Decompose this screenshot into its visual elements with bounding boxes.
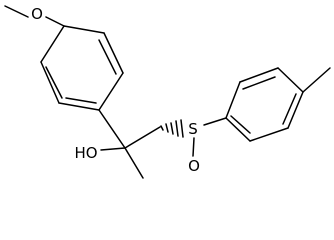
carbinol-methyl-bond: [124, 147, 144, 179]
anisyl-ring: [40, 25, 124, 111]
upper-ring-bond-4: [98, 72, 124, 111]
upper-ring-inner-double-2: [98, 39, 117, 75]
lower-ring-bond-1: [225, 81, 241, 119]
upper-ring-inner-double-3: [65, 97, 97, 104]
lower-ring-bond-5: [249, 127, 289, 142]
lower-ring-inner-double-2: [282, 93, 297, 125]
structure-svg: O HO: [4, 5, 331, 179]
ring-to-carbinol-bond: [98, 109, 126, 149]
lower-ring-bond-6: [225, 117, 251, 142]
aryl-methyl-bond: [302, 67, 331, 93]
hydroxyl-label: HO: [74, 144, 97, 162]
lower-ring-bond-4: [287, 91, 304, 129]
quaternary-carbon-center: HO: [74, 109, 161, 179]
lower-ring-bond-2: [239, 67, 279, 83]
upper-ring-inner-double-1: [45, 66, 63, 99]
carbinol-to-hydroxyl-bond: [100, 147, 126, 151]
methoxy-group: O: [4, 5, 65, 27]
tolyl-ring: [225, 67, 331, 142]
carbinol-to-methylene-bond: [124, 126, 161, 149]
sulfinyl-group: S O: [160, 117, 227, 175]
lower-ring-inner-double-3: [230, 115, 251, 134]
lower-ring-inner-double-1: [242, 76, 276, 90]
upper-ring-bond-6: [63, 25, 105, 34]
upper-ring-bond-2: [40, 61, 60, 104]
sulfur-to-oxygen-bond: [192, 137, 195, 157]
molecule-structure-diagram: O HO: [4, 5, 331, 179]
hashed-wedge-bond: [160, 119, 184, 138]
oxygen-to-ring-bond: [45, 16, 65, 27]
methyl-to-oxygen-bond: [4, 5, 29, 18]
sulfur-to-ring-bond: [203, 117, 227, 126]
methoxy-oxygen-label: O: [31, 5, 43, 23]
upper-ring-bond-3: [58, 102, 100, 111]
sulfur-label: S: [188, 120, 198, 138]
upper-ring-bond-1: [40, 25, 65, 63]
sulfinyl-oxygen-label: O: [188, 157, 200, 175]
upper-ring-bond-5: [103, 32, 124, 74]
lower-ring-bond-3: [277, 67, 304, 93]
